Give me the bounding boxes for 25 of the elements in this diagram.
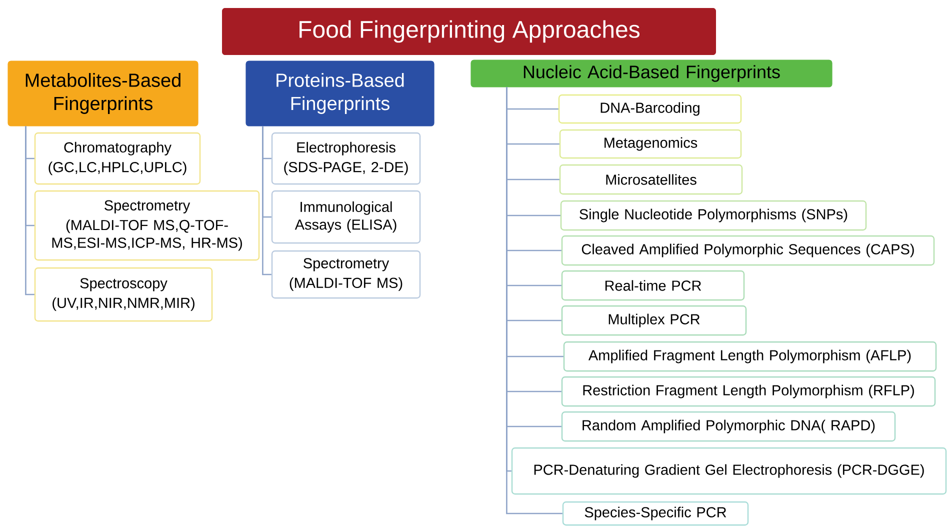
method-box: Metagenomics (559, 129, 742, 159)
method-box: Immunological Assays (ELISA) (271, 190, 421, 244)
method-box: Amplified Fragment Length Polymorphism (AFLP) (563, 341, 937, 372)
method-box: PCR-Denaturing Gradient Gel Electrophoresis (PCR-DGGE) (511, 447, 947, 495)
method-box: Microsatellites (559, 164, 743, 195)
connector-line (262, 126, 272, 276)
method-box: Restriction Fragment Length Polymorphism (RFLP) (561, 376, 936, 407)
category-box: Nucleic Acid-Based Fingerprints (470, 60, 832, 88)
method-box: Random Amplified Polymorphic DNA( RAPD) (561, 411, 896, 442)
method-box: DNA-Barcoding (558, 94, 742, 124)
method-box: Multiplex PCR (561, 305, 747, 336)
method-box: Real-time PCR (561, 270, 745, 301)
method-box: Species-Specific PCR (562, 501, 749, 526)
method-box: Cleaved Amplified Polymorphic Sequences (CAPS) (561, 235, 935, 266)
method-box: Spectrometry (MALDI-TOF MS,Q-TOF-MS,ESI-MS,ICP-MS, HR-MS) (34, 190, 260, 261)
method-box: Single Nucleotide Polymorphisms (SNPs) (560, 200, 867, 231)
method-box: Spectroscopy (UV,IR,NIR,NMR,MIR) (34, 267, 213, 322)
category-box: Metabolites-Based Fingerprints (8, 60, 198, 126)
method-box: Spectrometry (MALDI-TOF MS) (271, 250, 421, 299)
category-box: Proteins-Based Fingerprints (246, 60, 434, 126)
method-box: Chromatography (GC,LC,HPLC,UPLC) (34, 132, 201, 185)
connector-line (506, 87, 562, 514)
method-box: Electrophoresis (SDS-PAGE, 2-DE) (271, 132, 421, 185)
connector-line (25, 126, 34, 296)
title-banner: Food Fingerprinting Approaches (222, 8, 716, 55)
